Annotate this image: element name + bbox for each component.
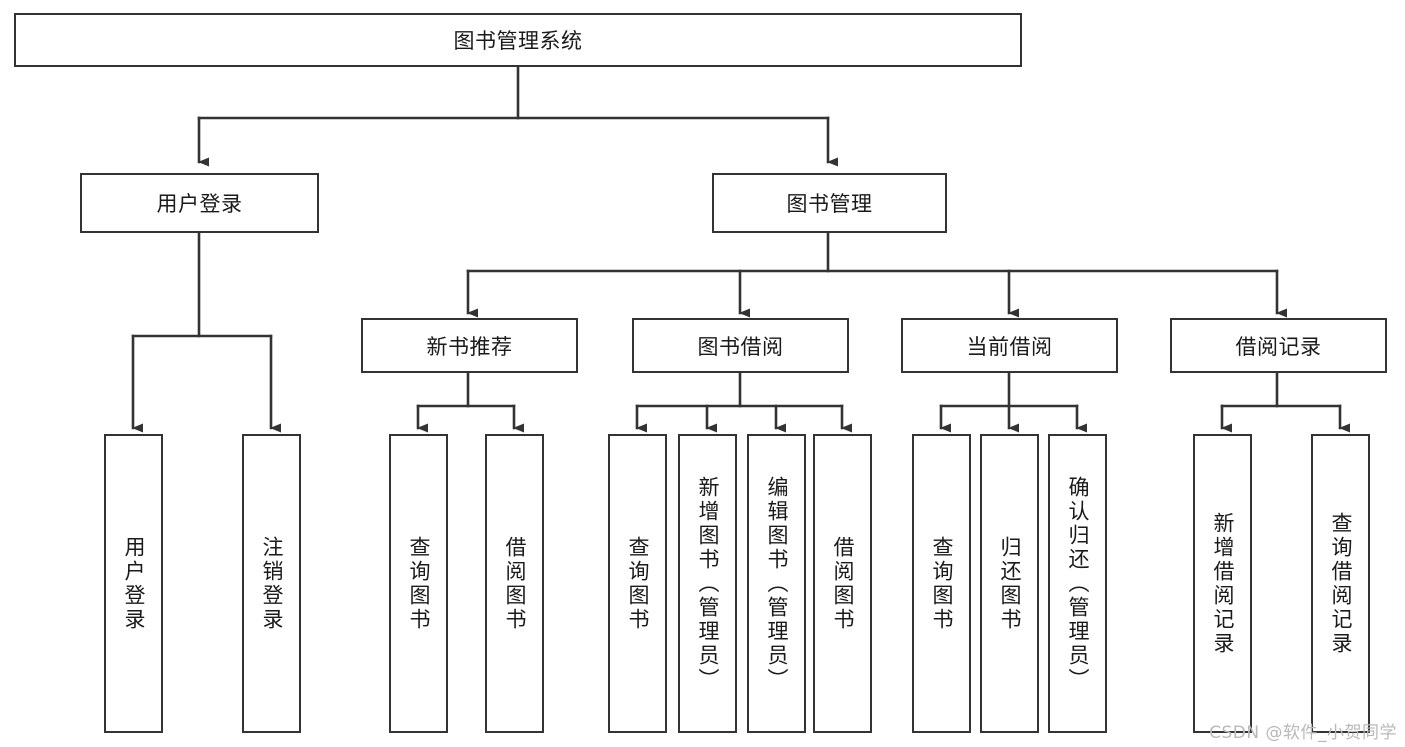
node-new-book-recommend-label: 新书推荐 (426, 334, 513, 359)
node-leaf-return-book-label: 归还图书 (998, 535, 1022, 632)
node-leaf-add-book-label: 新增图书（管理员） (696, 475, 720, 692)
node-current-borrow[interactable]: 当前借阅 (901, 318, 1118, 373)
node-book-management[interactable]: 图书管理 (712, 173, 947, 233)
node-root-label: 图书管理系统 (453, 29, 583, 53)
node-leaf-query-borrow-record-label: 查询借阅记录 (1329, 511, 1353, 656)
node-leaf-borrow-book-1-label: 借阅图书 (503, 535, 527, 632)
node-leaf-add-borrow-record-label: 新增借阅记录 (1211, 511, 1235, 656)
node-root[interactable]: 图书管理系统 (14, 13, 1022, 67)
node-leaf-borrow-book-1[interactable]: 借阅图书 (485, 434, 544, 733)
node-borrow-record[interactable]: 借阅记录 (1170, 318, 1387, 373)
node-new-book-recommend[interactable]: 新书推荐 (361, 318, 578, 373)
node-book-borrow-label: 图书借阅 (697, 334, 784, 359)
node-leaf-logout-login-label: 注销登录 (260, 535, 284, 632)
node-leaf-edit-book[interactable]: 编辑图书（管理员） (747, 434, 806, 733)
csdn-watermark: CSDN @软件_小贺同学 (1209, 723, 1397, 743)
node-leaf-user-login-label: 用户登录 (122, 535, 146, 632)
node-leaf-query-book-1-label: 查询图书 (407, 535, 431, 632)
node-borrow-record-label: 借阅记录 (1235, 334, 1322, 359)
node-leaf-query-borrow-record[interactable]: 查询借阅记录 (1311, 434, 1370, 733)
node-user-login-label: 用户登录 (156, 192, 243, 216)
node-leaf-add-book[interactable]: 新增图书（管理员） (678, 434, 737, 733)
node-leaf-user-login[interactable]: 用户登录 (104, 434, 163, 733)
node-leaf-query-book-3-label: 查询图书 (930, 535, 954, 632)
node-user-login[interactable]: 用户登录 (80, 173, 319, 233)
node-leaf-edit-book-label: 编辑图书（管理员） (765, 475, 789, 692)
node-current-borrow-label: 当前借阅 (966, 334, 1053, 359)
node-leaf-confirm-return[interactable]: 确认归还（管理员） (1048, 434, 1107, 733)
node-leaf-borrow-book-2[interactable]: 借阅图书 (813, 434, 872, 733)
node-leaf-borrow-book-2-label: 借阅图书 (831, 535, 855, 632)
node-leaf-add-borrow-record[interactable]: 新增借阅记录 (1193, 434, 1252, 733)
node-book-management-label: 图书管理 (786, 192, 873, 216)
node-leaf-logout-login[interactable]: 注销登录 (242, 434, 301, 733)
node-leaf-query-book-2[interactable]: 查询图书 (608, 434, 667, 733)
node-leaf-return-book[interactable]: 归还图书 (980, 434, 1039, 733)
node-leaf-query-book-3[interactable]: 查询图书 (912, 434, 971, 733)
node-leaf-query-book-1[interactable]: 查询图书 (389, 434, 448, 733)
node-leaf-query-book-2-label: 查询图书 (626, 535, 650, 632)
node-leaf-confirm-return-label: 确认归还（管理员） (1066, 475, 1090, 692)
node-book-borrow[interactable]: 图书借阅 (632, 318, 849, 373)
